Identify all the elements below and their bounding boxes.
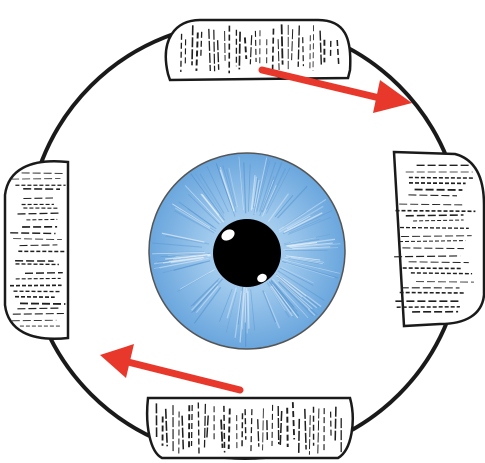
muscle-striation	[205, 404, 206, 448]
muscle-striation	[201, 32, 202, 58]
muscle-striation	[335, 407, 336, 441]
muscle-striation	[400, 293, 465, 294]
muscle-striation	[12, 320, 57, 321]
superior-rectus-muscle	[166, 20, 350, 80]
muscle-striation	[278, 406, 279, 444]
muscle-striation	[331, 412, 332, 439]
medial-rectus-muscle	[5, 161, 68, 339]
muscle-striation	[409, 178, 474, 179]
muscle-striation	[415, 190, 463, 191]
muscle-striation	[225, 31, 226, 61]
muscle-striation	[239, 32, 240, 70]
pupil	[213, 219, 281, 287]
muscle-striation	[10, 233, 55, 234]
inferior-rectus-muscle	[147, 398, 353, 458]
muscle-striation	[16, 264, 59, 265]
muscle-striation	[20, 303, 65, 304]
muscle-striation	[23, 198, 53, 199]
lateral-rectus-muscle	[394, 152, 484, 326]
muscle-striation	[299, 419, 300, 455]
muscle-striation	[181, 34, 182, 72]
